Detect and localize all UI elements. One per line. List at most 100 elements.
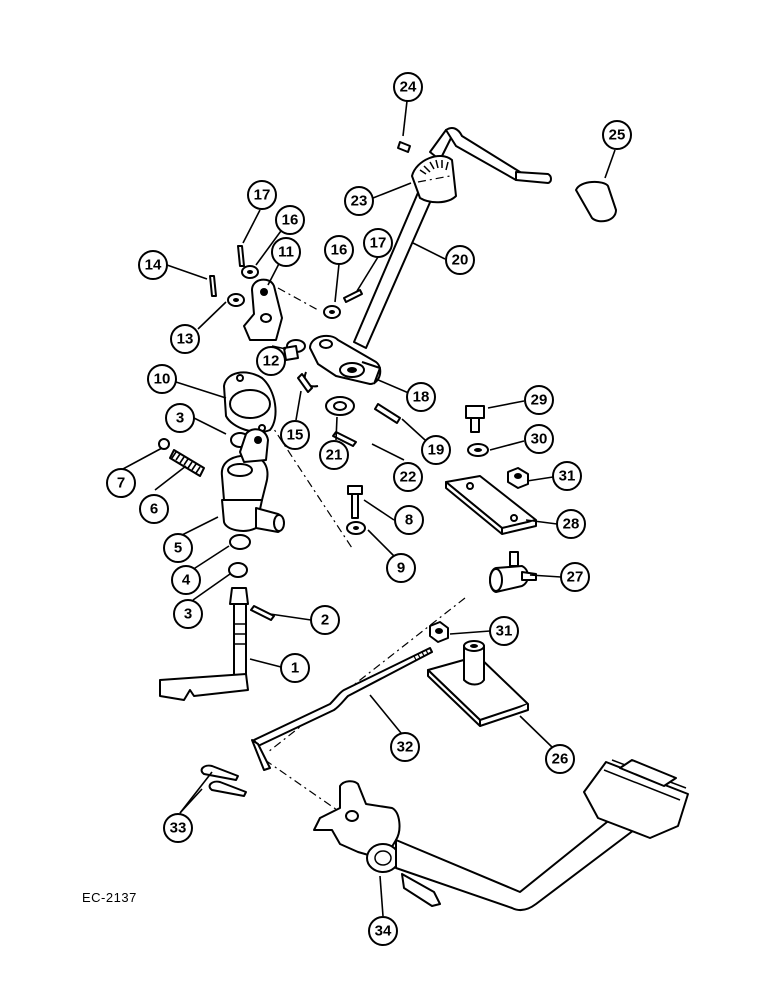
callout-16b-label: 16 (331, 242, 348, 259)
part-plate-26 (427, 640, 529, 727)
callout-1: 1 (280, 653, 310, 683)
part-pin-14 (209, 275, 217, 297)
part-pin-24 (397, 141, 411, 153)
part-bolt-29 (465, 405, 485, 433)
callout-24: 24 (393, 72, 423, 102)
callout-6-label: 6 (150, 501, 158, 518)
callout-24-label: 24 (400, 79, 417, 96)
part-gasket-10 (223, 371, 277, 434)
callout-32-label: 32 (397, 739, 414, 756)
callout-27: 27 (560, 562, 590, 592)
callout-31b-label: 31 (496, 623, 513, 640)
callout-11-label: 11 (278, 244, 294, 261)
callout-7: 7 (106, 468, 136, 498)
callout-28-label: 28 (563, 516, 580, 533)
callout-5: 5 (163, 533, 193, 563)
callout-14: 14 (138, 250, 168, 280)
callout-13-label: 13 (177, 331, 194, 348)
drawing-code: EC-2137 (82, 890, 137, 905)
callout-21-label: 21 (326, 447, 343, 464)
callout-9-label: 9 (397, 560, 405, 577)
callout-26: 26 (545, 744, 575, 774)
callout-33-label: 33 (170, 820, 187, 837)
callout-3b-label: 3 (184, 606, 192, 623)
part-pedal-34 (313, 759, 689, 912)
callout-29: 29 (524, 385, 554, 415)
leader-lines (120, 100, 616, 917)
part-spring-6 (169, 449, 205, 477)
callout-16a-label: 16 (282, 212, 299, 229)
part-washer-9 (346, 521, 366, 535)
callout-22: 22 (393, 462, 423, 492)
callout-19: 19 (421, 435, 451, 465)
callout-30: 30 (524, 424, 554, 454)
callout-13: 13 (170, 324, 200, 354)
callout-31a-label: 31 (559, 468, 576, 485)
part-bracket-11 (243, 278, 283, 341)
callout-26-label: 26 (552, 751, 569, 768)
part-cotter-17a (237, 245, 245, 267)
callout-32: 32 (390, 732, 420, 762)
callout-21: 21 (319, 440, 349, 470)
part-roll-pin-2 (250, 605, 275, 621)
callout-2-label: 2 (321, 612, 329, 629)
part-ball-7 (158, 438, 170, 450)
callout-17b: 17 (363, 228, 393, 258)
part-roll-pin-19 (374, 403, 401, 424)
callout-23-label: 23 (351, 193, 368, 210)
callout-25-label: 25 (609, 127, 626, 144)
part-clip-pins-33 (200, 764, 247, 797)
callout-2: 2 (310, 605, 340, 635)
part-rod-end-27 (489, 551, 537, 593)
part-cotter-22 (332, 431, 357, 447)
callout-17a: 17 (247, 180, 277, 210)
callout-33: 33 (163, 813, 193, 843)
part-gear-lever-shaft (353, 127, 552, 349)
callout-3a: 3 (165, 403, 195, 433)
part-nut-31a (507, 467, 529, 489)
callout-20: 20 (445, 245, 475, 275)
callout-17b-label: 17 (370, 235, 387, 252)
callout-14-label: 14 (145, 257, 162, 274)
part-washer-4 (229, 534, 251, 550)
part-circlip-3b (228, 562, 248, 578)
callout-31b: 31 (489, 616, 519, 646)
part-washer-16a (241, 265, 259, 279)
part-washer-13 (227, 293, 245, 307)
callout-4: 4 (171, 565, 201, 595)
callout-28: 28 (556, 509, 586, 539)
part-washer-30 (467, 443, 489, 457)
callout-3b: 3 (173, 599, 203, 629)
part-pin-15 (297, 373, 313, 393)
part-knob-25 (575, 180, 617, 223)
part-rod-32 (251, 647, 433, 771)
part-bolt-8 (347, 485, 363, 519)
callout-3a-label: 3 (176, 410, 184, 427)
callout-23: 23 (344, 186, 374, 216)
callout-30-label: 30 (531, 431, 548, 448)
callout-17a-label: 17 (254, 187, 271, 204)
callout-16b: 16 (324, 235, 354, 265)
callout-29-label: 29 (531, 392, 548, 409)
callout-18: 18 (406, 382, 436, 412)
part-housing-5 (220, 428, 285, 533)
callout-10-label: 10 (154, 371, 171, 388)
callout-8-label: 8 (405, 512, 413, 529)
callout-34: 34 (368, 916, 398, 946)
callout-31a: 31 (552, 461, 582, 491)
callout-34-label: 34 (375, 923, 392, 940)
callout-4-label: 4 (182, 572, 191, 589)
part-cotter-17b (343, 289, 363, 303)
callout-8: 8 (394, 505, 424, 535)
callout-5-label: 5 (174, 540, 182, 557)
callout-20-label: 20 (452, 252, 469, 269)
callout-27-label: 27 (567, 569, 584, 586)
part-pin-12 (283, 339, 306, 361)
part-washer-21 (325, 396, 355, 416)
callout-9: 9 (386, 553, 416, 583)
callout-12-label: 12 (263, 353, 280, 370)
callout-16a: 16 (275, 205, 305, 235)
callout-22-label: 22 (400, 469, 417, 486)
part-washer-16b (323, 305, 341, 319)
